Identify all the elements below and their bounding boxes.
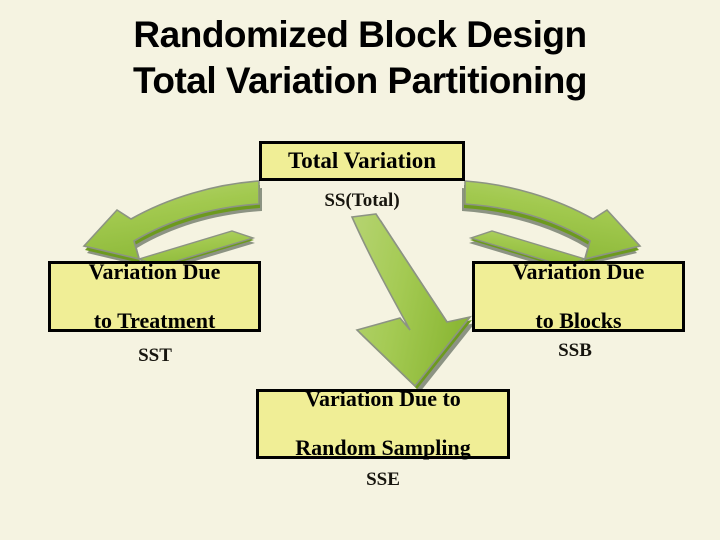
box-variation-due-to-treatment[interactable]: Variation Due to Treatment bbox=[48, 258, 261, 334]
box-variation-due-to-blocks[interactable]: Variation Due to Blocks bbox=[472, 258, 685, 334]
box-total-variation[interactable]: Total Variation bbox=[259, 141, 465, 181]
page-title: Randomized Block Design Total Variation … bbox=[0, 12, 720, 104]
box-treatment-label-line2: to Treatment bbox=[93, 307, 216, 333]
box-sampling-label-line1: Variation Due to bbox=[305, 386, 461, 412]
arrow-total-to-treatment bbox=[82, 180, 262, 271]
caption-ss-total: SS(Total) bbox=[324, 190, 400, 211]
arrow-total-to-blocks bbox=[462, 180, 642, 271]
box-treatment-label-line1: Variation Due bbox=[88, 258, 221, 284]
box-sampling-label-line2: Random Sampling bbox=[295, 435, 471, 461]
box-treatment-label: Variation Due to Treatment bbox=[88, 258, 221, 334]
box-total-variation-label: Total Variation bbox=[287, 148, 437, 174]
title-line-1: Randomized Block Design bbox=[133, 14, 587, 55]
caption-sst: SST bbox=[138, 345, 172, 366]
caption-ssb: SSB bbox=[558, 340, 592, 361]
title-line-2: Total Variation Partitioning bbox=[132, 60, 588, 101]
box-sampling-label: Variation Due to Random Sampling bbox=[295, 386, 471, 461]
box-blocks-label: Variation Due to Blocks bbox=[512, 258, 645, 334]
arrow-total-to-sampling bbox=[350, 213, 475, 392]
caption-sse: SSE bbox=[366, 469, 400, 490]
box-blocks-label-line1: Variation Due bbox=[512, 258, 645, 284]
box-blocks-label-line2: to Blocks bbox=[535, 307, 622, 333]
box-variation-due-to-random-sampling[interactable]: Variation Due to Random Sampling bbox=[256, 386, 510, 461]
